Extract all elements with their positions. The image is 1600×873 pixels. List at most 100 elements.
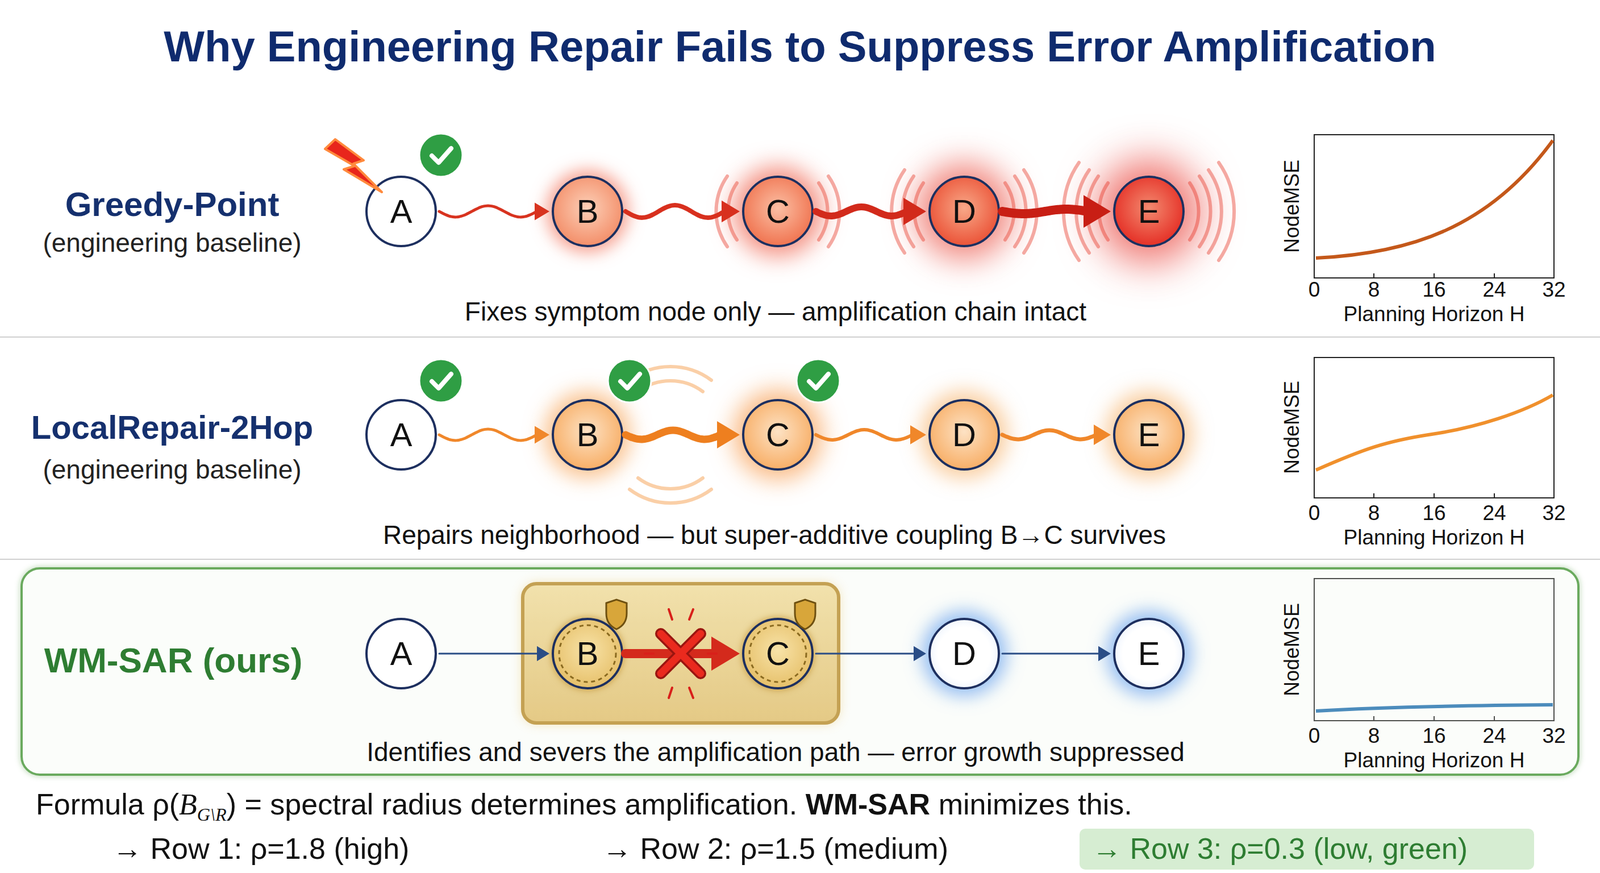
method-panel: WM-SAR (ours)Identifies and severs the a… — [20, 567, 1580, 776]
check-mark — [620, 373, 640, 389]
arrow-head — [913, 646, 927, 661]
node-letter: E — [1115, 401, 1183, 469]
node-letter: E — [1115, 619, 1183, 687]
axis-title: Planning Horizon H — [1343, 525, 1525, 550]
row-separator — [0, 336, 1600, 338]
wave-arc — [1005, 182, 1015, 240]
check-badge — [607, 359, 652, 403]
panel-caption: Identifies and severs the amplification … — [366, 736, 1185, 768]
arrow-shaft — [439, 205, 537, 218]
row-caption: Fixes symptom node only — amplification … — [464, 296, 1087, 327]
flow-arrow — [439, 202, 550, 220]
flow-arrow — [1002, 646, 1111, 661]
tick-label: 24 — [1482, 501, 1506, 526]
formula-text: ) = spectral radius determines amplifica… — [226, 787, 798, 821]
wave-arc — [1014, 176, 1027, 247]
fault-bolt — [325, 139, 382, 193]
wave-arc — [1063, 162, 1079, 261]
sever-mark — [644, 609, 717, 698]
check-mark — [431, 373, 452, 389]
flow-arrow — [439, 425, 550, 444]
axis-title: Planning Horizon H — [1343, 302, 1525, 327]
coupling-waves — [629, 366, 712, 503]
arrow-shaft — [815, 206, 907, 216]
cross-mark — [660, 633, 701, 674]
wave-arc — [1086, 176, 1099, 247]
check-mark — [431, 148, 452, 163]
row-label: Greedy-Point — [65, 184, 280, 224]
diagram-title: Why Engineering Repair Fails to Suppress… — [0, 21, 1600, 72]
wave-arc — [818, 182, 828, 240]
flow-arrow — [1002, 194, 1111, 228]
wave-arc — [715, 176, 728, 247]
flow-arrow — [625, 421, 740, 449]
arrow-shaft — [1002, 430, 1097, 440]
node-circle: A — [365, 175, 437, 248]
arrow-head — [717, 421, 740, 449]
node-circle: E — [1113, 175, 1185, 248]
node-letter: D — [930, 619, 998, 687]
wave-arc — [828, 176, 840, 247]
arrow-shaft — [625, 430, 721, 440]
axis-title: NodeMSE — [1280, 380, 1304, 474]
arrow-shaft — [439, 428, 537, 441]
amplification-waves — [715, 162, 1235, 261]
wave-arc — [1076, 169, 1090, 253]
node-letter: A — [367, 401, 435, 469]
formula-subscript: G\R — [197, 803, 227, 825]
baseline-note: (engineering baseline) — [42, 454, 302, 485]
node-letter: A — [367, 619, 435, 687]
node-letter: C — [744, 177, 812, 245]
flow-arrow — [1002, 424, 1111, 445]
tick-label: 24 — [1482, 277, 1506, 303]
node-letter: C — [744, 401, 812, 469]
method-name: WM-SAR — [805, 787, 931, 821]
arrow-head — [536, 646, 550, 661]
node-circle: C — [742, 617, 814, 690]
formula-text: minimizes this. — [938, 787, 1133, 821]
formula-symbol: B — [178, 788, 198, 821]
node-letter: A — [367, 177, 435, 245]
plot-frame — [1314, 357, 1554, 498]
node-letter: C — [744, 619, 812, 687]
cross-shadow — [660, 633, 701, 674]
node-letter: D — [930, 401, 998, 469]
baseline-note: (engineering baseline) — [42, 227, 302, 258]
arrow-shaft — [439, 652, 539, 655]
node-circle: C — [742, 398, 814, 471]
rho-value: → Row 3: ρ=0.3 (low, green) — [1092, 831, 1468, 866]
flow-arrow — [815, 646, 927, 661]
flow-arrow — [439, 646, 550, 661]
arrow-shaft — [1002, 209, 1088, 214]
check-circle — [607, 359, 652, 403]
node-circle: E — [1113, 398, 1185, 471]
row-separator — [0, 558, 1600, 560]
rho-value: → Row 1: ρ=1.8 (high) — [112, 831, 410, 866]
flow-arrow — [815, 425, 927, 445]
arrow-head — [534, 425, 550, 444]
arrow-shaft — [815, 429, 913, 440]
check-mark — [809, 373, 829, 389]
check-badge — [419, 133, 463, 177]
node-circle: A — [365, 398, 437, 471]
node-circle: C — [742, 175, 814, 248]
arrow-shaft — [625, 648, 716, 658]
formula-text: Formula ρ( — [35, 787, 179, 821]
node-letter: E — [1115, 177, 1183, 245]
wave-arc — [1199, 176, 1211, 247]
node-circle: E — [1113, 617, 1185, 690]
arrow-head — [903, 197, 927, 225]
node-letter: D — [930, 177, 998, 245]
dashed-ring — [749, 625, 807, 682]
node-letter: B — [553, 619, 622, 687]
arrow-shaft — [815, 652, 916, 655]
wave-arc — [891, 169, 905, 253]
wave-arc — [629, 366, 712, 381]
node-circle: B — [551, 617, 624, 690]
axis-title: NodeMSE — [1280, 159, 1304, 253]
wave-arc — [1189, 182, 1199, 240]
shield-icon — [794, 599, 816, 629]
tick-marks — [1314, 493, 1554, 498]
wave-arc — [727, 182, 737, 240]
